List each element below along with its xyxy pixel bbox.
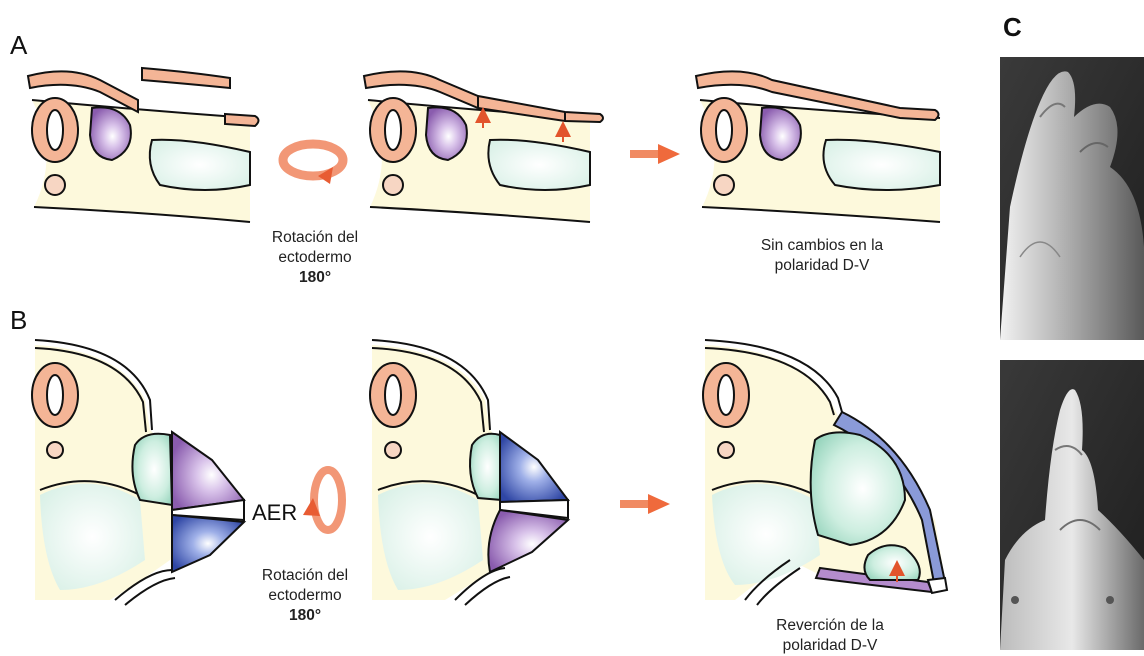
rotation-arrow-b — [303, 470, 342, 530]
forward-arrow-a — [630, 144, 680, 164]
panel-b-section-3 — [703, 340, 947, 605]
caption-a-rotation: Rotación del ectodermo 180° — [250, 228, 380, 288]
panel-a-section-1 — [28, 68, 259, 222]
ventral-ectoderm — [172, 515, 244, 572]
mesenchyme — [132, 434, 172, 505]
panel-b-section-1 — [32, 340, 245, 605]
panel-a-section-3 — [696, 71, 940, 222]
aer-label: AER — [252, 500, 297, 525]
sem-photo-top — [1000, 57, 1144, 340]
panel-b-section-2 — [370, 340, 570, 605]
ectoderm-piece — [142, 68, 230, 88]
panel-a-section-2 — [364, 71, 603, 222]
sem-photo-bottom — [1000, 360, 1144, 650]
caption-a-result: Sin cambios en la polaridad D-V — [732, 236, 912, 276]
forward-arrow-b — [620, 494, 670, 514]
dorsal-ectoderm — [172, 432, 244, 510]
rotation-arrow-a — [283, 144, 343, 184]
caption-b-rotation: Rotación del ectodermo 180° — [240, 566, 370, 626]
caption-b-result: Reverción de la polaridad D-V — [740, 616, 920, 656]
notochord — [45, 175, 65, 195]
